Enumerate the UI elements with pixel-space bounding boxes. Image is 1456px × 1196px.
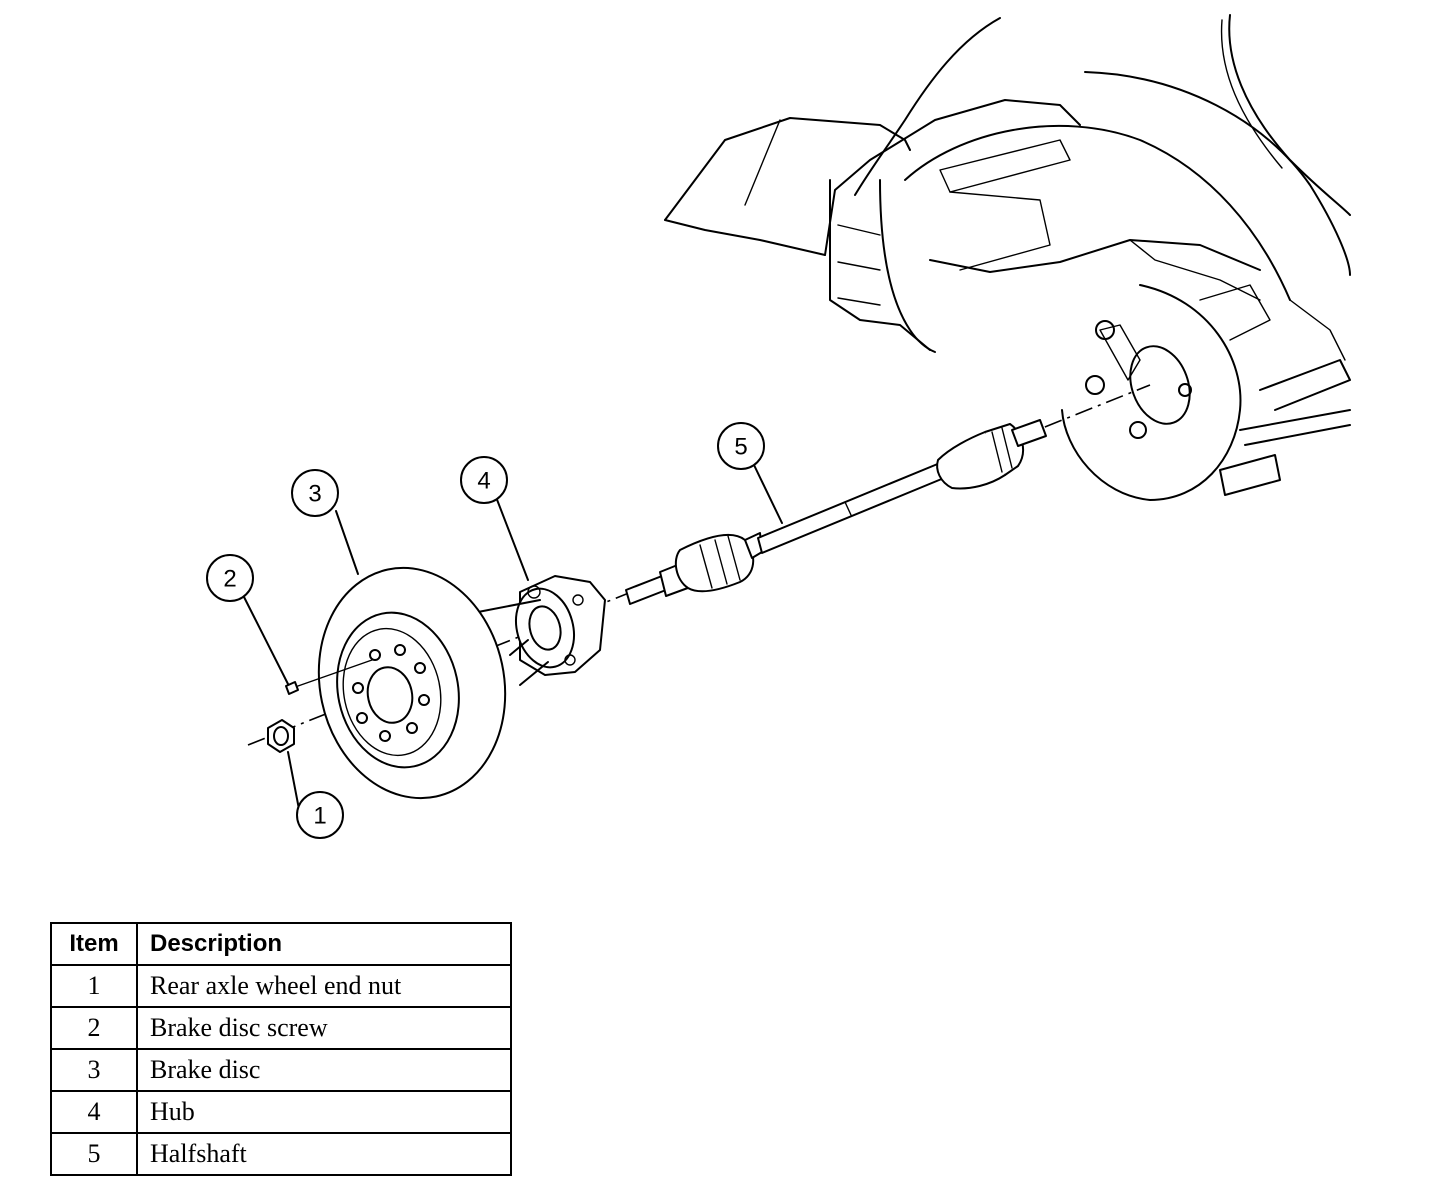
callout-4: 4 [460, 456, 508, 504]
brake-disc-drawing [317, 566, 507, 800]
callout-number: 3 [308, 481, 321, 508]
halfshaft-drawing [625, 419, 1047, 605]
callout-number: 4 [477, 468, 490, 495]
callout-number: 2 [223, 566, 236, 593]
legend-item-description: Rear axle wheel end nut [136, 964, 512, 1008]
legend-item-description: Halfshaft [136, 1132, 512, 1176]
table-row: 4 Hub [50, 1090, 512, 1134]
table-row: 5 Halfshaft [50, 1132, 512, 1176]
wheel-end-nut-drawing [267, 719, 295, 753]
legend-header-row: Item Description [50, 922, 512, 966]
callout-5: 5 [717, 422, 765, 470]
vehicle-knuckle-assembly [1061, 284, 1351, 501]
table-row: 2 Brake disc screw [50, 1006, 512, 1050]
legend-item-number: 3 [50, 1048, 138, 1092]
brake-disc-screw-drawing [285, 659, 373, 695]
legend-item-number: 1 [50, 964, 138, 1008]
callout-3: 3 [291, 469, 339, 517]
parts-legend-table: Item Description 1 Rear axle wheel end n… [50, 922, 512, 1176]
legend-item-number: 2 [50, 1006, 138, 1050]
callout-number: 5 [734, 434, 747, 461]
table-row: 1 Rear axle wheel end nut [50, 964, 512, 1008]
hub-drawing [477, 575, 606, 686]
legend-item-description: Brake disc screw [136, 1006, 512, 1050]
callout-2: 2 [206, 554, 254, 602]
callout-1: 1 [296, 791, 344, 839]
legend-header-item: Item [50, 922, 138, 966]
vehicle-body-wheelhouse [664, 14, 1351, 353]
callout-number: 1 [313, 803, 326, 830]
legend-item-number: 4 [50, 1090, 138, 1134]
legend-item-description: Hub [136, 1090, 512, 1134]
legend-item-number: 5 [50, 1132, 138, 1176]
legend-header-description: Description [136, 922, 512, 966]
legend-item-description: Brake disc [136, 1048, 512, 1092]
table-row: 3 Brake disc [50, 1048, 512, 1092]
